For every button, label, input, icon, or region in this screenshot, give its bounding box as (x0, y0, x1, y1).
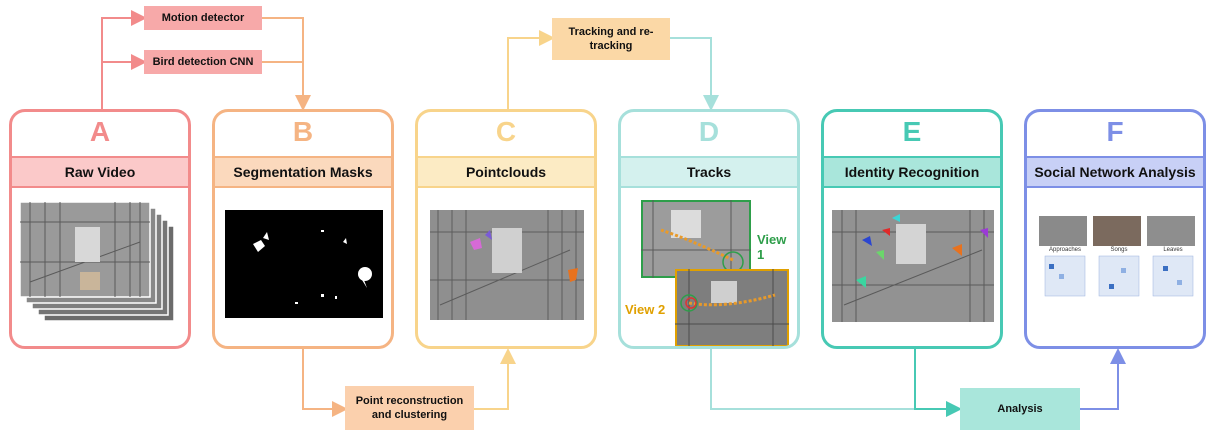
analysis-box: Analysis (960, 388, 1080, 430)
panel-tracks: D Tracks View 1 View 2 (618, 109, 800, 349)
subplot-title-approaches: Approaches (1048, 247, 1082, 253)
panel-letter: D (698, 116, 720, 147)
arrow-analysis-to-f (1080, 348, 1126, 410)
pointcloud-image (430, 210, 584, 320)
panel-segmentation-masks: B Segmentation Masks (212, 109, 394, 349)
panel-title: Social Network Analysis (1027, 156, 1203, 188)
panel-social-network-analysis: F Social Network Analysis Approaches Son… (1024, 109, 1206, 349)
segmentation-mask-image (225, 210, 383, 318)
view-1-label: View 1 (757, 232, 787, 262)
motion-detector-box: Motion detector (144, 6, 262, 30)
arrow-tracking-to-d (670, 37, 719, 111)
arrow-b-to-recon (302, 349, 348, 417)
arrow-e-to-analysis (914, 349, 962, 417)
panel-letter: A (89, 116, 111, 147)
social-network-image (1039, 216, 1195, 297)
panel-letter: F (1106, 116, 1124, 147)
arrow-c-to-tracking (507, 30, 555, 109)
raw-video-frames (20, 202, 175, 322)
panel-letter: C (495, 116, 517, 147)
arrow-d-to-analysis (710, 349, 962, 417)
identity-recognition-image (832, 210, 994, 322)
panel-identity-recognition: E Identity Recognition (821, 109, 1003, 349)
panel-title: Identity Recognition (824, 156, 1000, 188)
tracks-view-2-image (675, 269, 789, 346)
panel-title: Raw Video (12, 156, 188, 188)
subplot-title-songs: Songs (1110, 247, 1128, 253)
arrow-a-to-motion (101, 10, 147, 109)
tracks-view-1-image (641, 200, 751, 278)
panel-title: Pointclouds (418, 156, 594, 188)
panel-letter: B (292, 116, 314, 147)
bird-cnn-label: Bird detection CNN (152, 56, 254, 68)
point-reconstruction-label: Point reconstruction and clustering (355, 395, 464, 421)
tracking-box: Tracking and re-tracking (552, 18, 670, 60)
panel-raw-video: A Raw Video (9, 109, 191, 349)
view-2-label: View 2 (625, 302, 666, 317)
panel-pointclouds: C Pointclouds (415, 109, 597, 349)
tracking-label: Tracking and re-tracking (568, 26, 654, 52)
panel-letter: E (902, 116, 922, 147)
panel-title: Segmentation Masks (215, 156, 391, 188)
point-reconstruction-box: Point reconstruction and clustering (345, 386, 474, 430)
bird-cnn-box: Bird detection CNN (144, 50, 262, 74)
panel-title: Tracks (621, 156, 797, 188)
arrow-recon-to-c (474, 348, 516, 410)
motion-detector-label: Motion detector (161, 12, 245, 24)
analysis-label: Analysis (997, 403, 1043, 415)
arrow-motion-to-b (262, 17, 311, 111)
subplot-title-leaves: Leaves (1163, 247, 1183, 253)
